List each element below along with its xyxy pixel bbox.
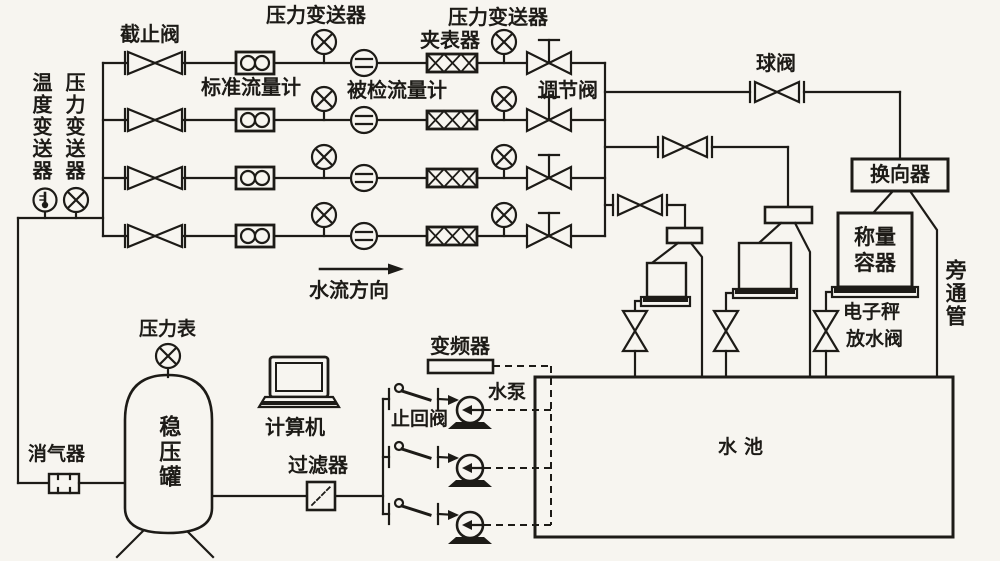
- surge-tank-label: 稳压罐: [156, 415, 182, 490]
- flowmeter-under-test-label: 被检流量计: [347, 80, 447, 102]
- filter-label: 过滤器: [288, 455, 348, 477]
- computer-icon: [257, 355, 341, 409]
- diverter-small-middle: [757, 205, 814, 379]
- left-branch: [603, 193, 687, 230]
- weighing-assembly-left: [621, 261, 692, 379]
- flow-direction-label: 水流方向: [309, 280, 389, 302]
- pressure-gauge-icon: [154, 342, 182, 370]
- surge-tank-icon: [115, 342, 215, 559]
- water-pool-label: 水池: [717, 437, 770, 458]
- temperature-transmitter-icon: [32, 187, 58, 220]
- diverter-small-left: [650, 226, 704, 379]
- pressure-transmitter-inlet-label: 压力变送器: [62, 72, 84, 182]
- middle-branch: [603, 135, 790, 209]
- pressure-transmitter-2-label: 压力变送器: [448, 7, 548, 29]
- frequency-converter-icon: [426, 358, 552, 525]
- ball-valve-label: 球阀: [756, 53, 796, 75]
- weighing-container-label: 称量容器: [854, 225, 896, 275]
- diverter-label: 换向器: [870, 164, 930, 186]
- pressure-transmitter-1-label: 压力变送器: [266, 5, 366, 27]
- inlet-manifold: [16, 61, 105, 485]
- water-pool: [533, 375, 955, 539]
- computer-label: 计算机: [265, 417, 325, 439]
- filter-circuit: [210, 480, 385, 512]
- measuring-rows: [103, 30, 605, 249]
- standard-flowmeter-label: 标准流量计: [201, 77, 301, 99]
- temperature-transmitter-label: 温度变送器: [29, 72, 51, 182]
- electronic-scale-label: 电子秤: [843, 302, 901, 323]
- stop-valve-label: 截止阀: [120, 24, 180, 46]
- check-valve-label: 止回阀: [391, 409, 449, 430]
- bypass-pipe-label: 旁通管: [943, 259, 968, 328]
- pump-station: [381, 382, 553, 546]
- weighing-assembly-middle: [712, 241, 799, 379]
- pressure-gauge-label: 压力表: [139, 319, 197, 340]
- pressure-transmitter-inlet-icon: [62, 186, 90, 220]
- weighing-assembly-right: [812, 211, 920, 379]
- frequency-converter-label: 变频器: [430, 336, 490, 358]
- regulating-valve-label: 调节阀: [538, 80, 598, 102]
- meter-clamp-label: 夹表器: [420, 30, 480, 52]
- air-eliminator-label: 消气器: [28, 444, 86, 465]
- water-pump-label: 水泵: [488, 382, 527, 403]
- air-eliminator-icon: [47, 472, 127, 495]
- flow-direction-arrow: [318, 263, 404, 275]
- drain-valve-label: 放水阀: [846, 329, 904, 350]
- diverter-box: [850, 157, 950, 379]
- ball-valve-branch: [603, 80, 902, 161]
